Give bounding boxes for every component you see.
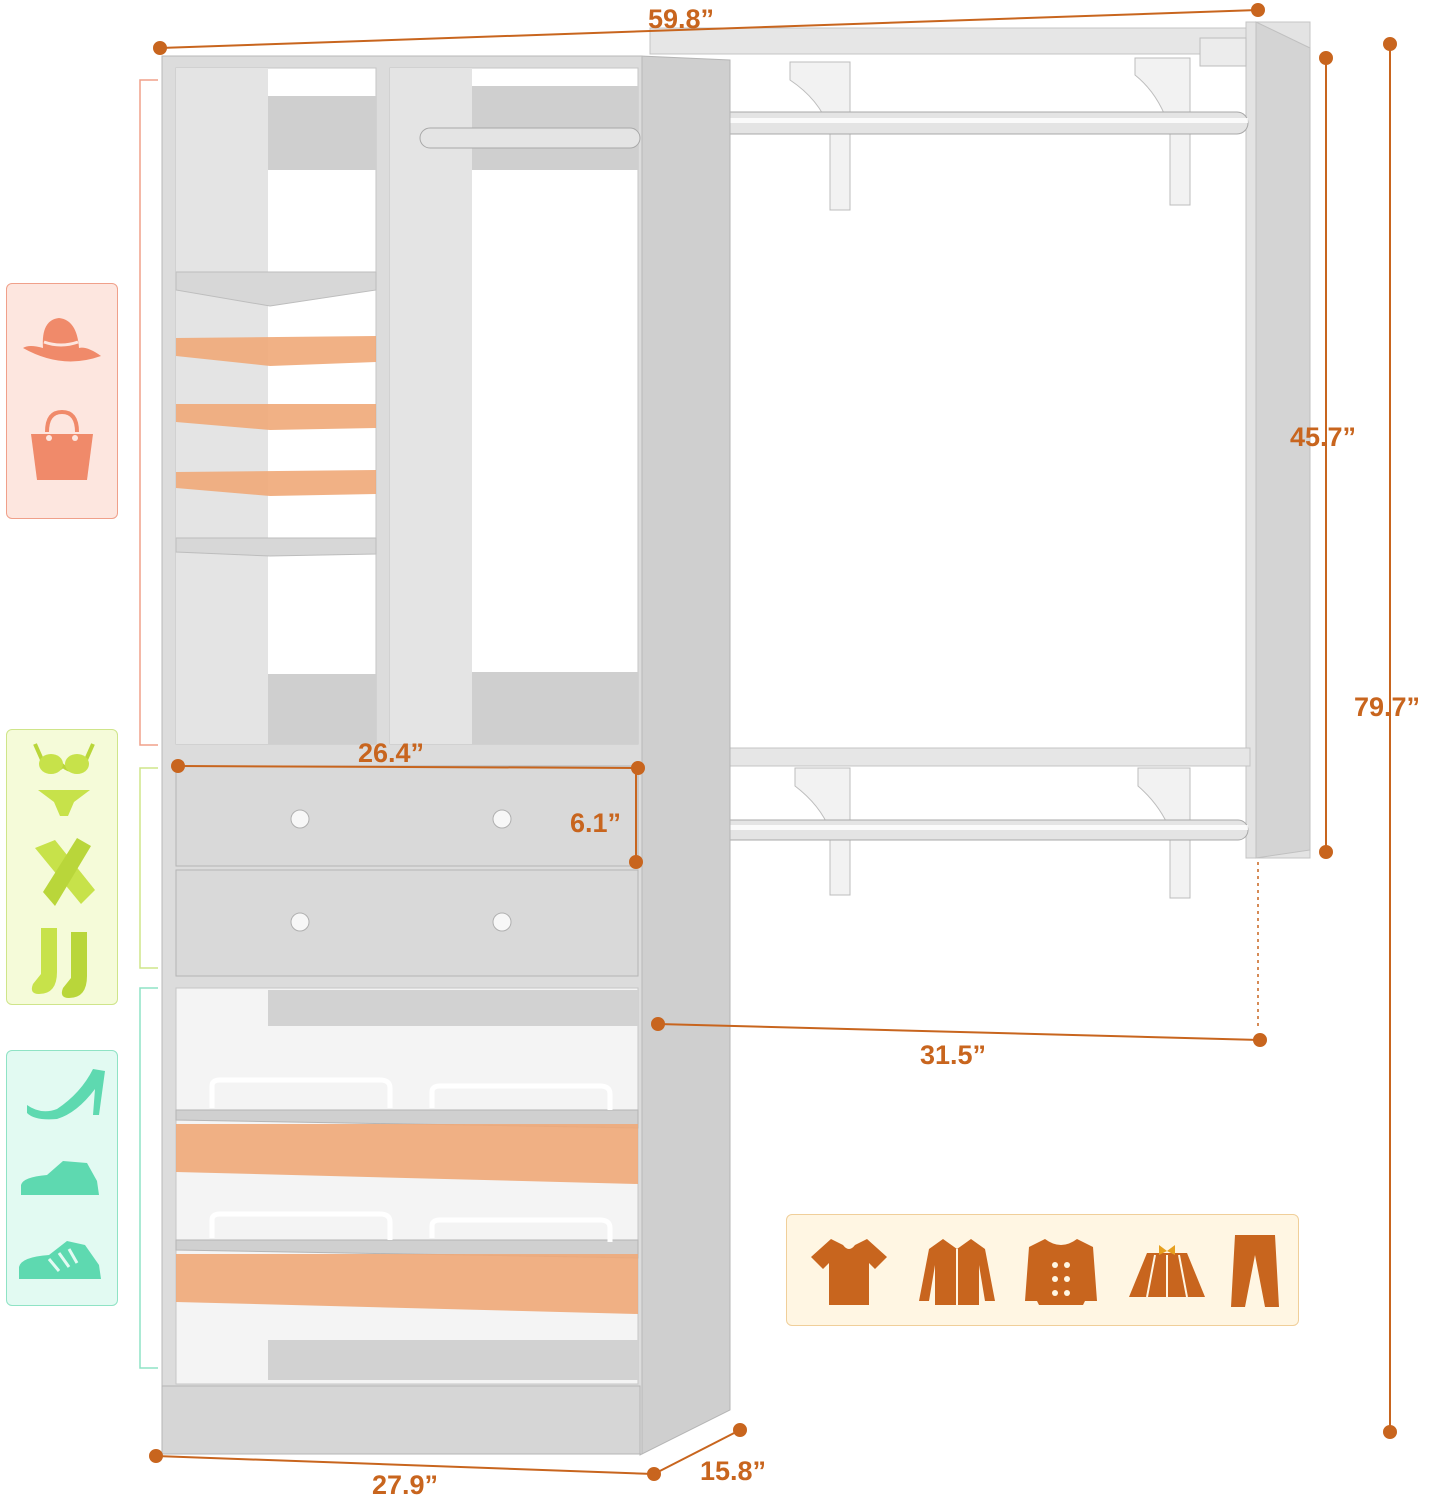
- sneaker-icon: [19, 1241, 101, 1279]
- overall-height-label: 79.7”: [1354, 692, 1421, 722]
- dimension-lines: [149, 3, 1397, 1481]
- overall-width-label: 59.8”: [648, 4, 715, 34]
- socks-icon: [31, 928, 87, 998]
- cardigan-icon: [1025, 1239, 1097, 1305]
- hanging-height-label: 45.7”: [1290, 422, 1357, 452]
- hat-icon: [23, 318, 101, 362]
- tower-width-label: 26.4”: [358, 738, 425, 768]
- bra-icon: [33, 743, 95, 774]
- rod-extension-label: 31.5”: [920, 1040, 987, 1070]
- hanging-section: [649, 21, 1311, 899]
- depth-label: 15.8”: [700, 1456, 767, 1486]
- tower-unit: [161, 55, 731, 1456]
- shirt-icon: [919, 1239, 995, 1305]
- tshirt-icon: [811, 1239, 887, 1305]
- hanging-clothes-panel: [786, 1214, 1299, 1326]
- shoes-bracket: [139, 987, 158, 1369]
- underwear-bracket: [139, 767, 158, 969]
- accessories-bracket: [139, 79, 158, 746]
- base-width-label: 27.9”: [372, 1470, 439, 1500]
- panties-icon: [38, 790, 90, 816]
- handbag-icon: [31, 409, 93, 480]
- drawer-height-label: 6.1”: [570, 808, 622, 838]
- high-heel-icon: [27, 1069, 105, 1120]
- scarf-icon: [35, 838, 95, 906]
- underwear-panel: [6, 729, 118, 1005]
- accessories-panel: [6, 283, 118, 519]
- shoes-panel: [6, 1050, 118, 1306]
- dress-shoe-icon: [21, 1161, 99, 1195]
- skirt-icon: [1129, 1245, 1205, 1298]
- pants-icon: [1231, 1235, 1279, 1307]
